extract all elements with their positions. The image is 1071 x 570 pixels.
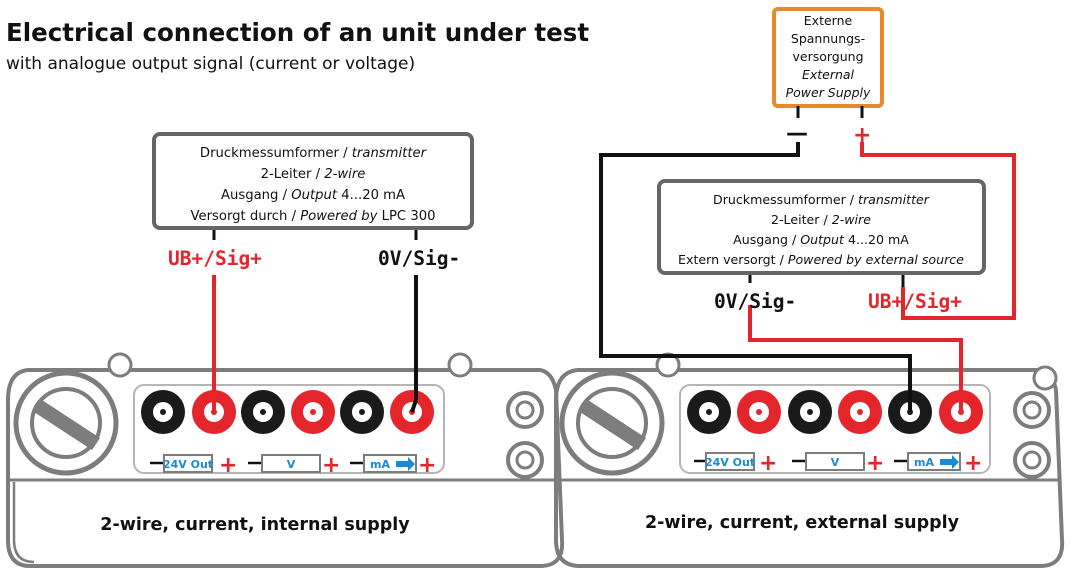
left-caption: 2-wire, current, internal supply xyxy=(100,515,410,535)
channel-label-ma xyxy=(907,452,961,471)
svg-text:Ausgang / Output 4...20 mA: Ausgang / Output 4...20 mA xyxy=(221,188,405,203)
device-base-edge xyxy=(12,482,35,564)
svg-text:mA: mA xyxy=(370,458,390,471)
left-sig-plus-label: UB+/Sig+ xyxy=(168,247,262,270)
arrow-icon xyxy=(940,455,959,469)
terminal-v-minus[interactable] xyxy=(241,390,285,434)
device-top-knob xyxy=(447,352,473,378)
svg-text:Power Supply: Power Supply xyxy=(786,85,871,100)
channel-label-v xyxy=(261,454,321,473)
svg-text:V: V xyxy=(831,456,840,469)
wire-red-ext-plus xyxy=(860,142,1016,320)
connector-lever-icon xyxy=(580,400,646,450)
svg-text:Externe: Externe xyxy=(804,13,853,28)
page-subtitle: with analogue output signal (current or … xyxy=(6,54,415,74)
terminal-v-minus[interactable] xyxy=(788,390,832,434)
left-device: 24V Out + V + mA + 2-wire, current, inte… xyxy=(6,352,565,568)
svg-text:Spannungs-: Spannungs- xyxy=(791,31,865,46)
device-top-knob xyxy=(107,352,133,378)
svg-text:Ausgang / Output 4...20 mA: Ausgang / Output 4...20 mA xyxy=(733,232,909,247)
svg-text:+: + xyxy=(866,451,884,476)
channel-label-24v xyxy=(705,452,755,471)
right-transmitter-box: Druckmessumformer / transmitter 2-Leiter… xyxy=(657,179,986,275)
svg-text:2-Leiter / 2-wire: 2-Leiter / 2-wire xyxy=(261,167,366,182)
channel-label-v xyxy=(805,452,865,471)
right-sig-minus-label: 0V/Sig- xyxy=(714,290,796,313)
page-title: Electrical connection of an unit under t… xyxy=(6,18,589,47)
right-caption: 2-wire, current, external supply xyxy=(645,513,960,533)
external-power-supply-box: Externe Spannungs- versorgung External P… xyxy=(772,7,884,108)
terminal-v-plus[interactable] xyxy=(838,390,882,434)
svg-text:versorgung: versorgung xyxy=(792,49,863,64)
svg-text:+: + xyxy=(759,451,777,476)
channel-label-ma xyxy=(363,454,417,473)
svg-text:Versorgt durch / Powered by LP: Versorgt durch / Powered by LPC 300 xyxy=(191,209,436,224)
right-device: 24V Out + V + mA + 2-wire, current, exte… xyxy=(554,352,1065,568)
wire-black-ext-minus xyxy=(599,142,912,412)
psu-plus-label: + xyxy=(853,123,871,148)
device-body xyxy=(6,368,565,568)
arrow-icon xyxy=(396,457,415,471)
psu-minus-label: — xyxy=(786,121,808,146)
svg-text:+: + xyxy=(418,453,436,478)
svg-text:External: External xyxy=(802,67,855,82)
left-sig-minus-label: 0V/Sig- xyxy=(378,247,460,270)
wire-red-signal xyxy=(748,318,963,412)
terminal-24v-minus[interactable] xyxy=(141,390,185,434)
svg-text:Druckmessumformer / transmitte: Druckmessumformer / transmitter xyxy=(713,192,930,207)
svg-text:Druckmessumformer / transmitte: Druckmessumformer / transmitter xyxy=(200,146,428,161)
device-top-knob xyxy=(1032,365,1058,391)
svg-text:24V Out: 24V Out xyxy=(705,456,755,469)
connector-lever-icon xyxy=(34,400,100,450)
svg-text:+: + xyxy=(322,453,340,478)
svg-text:Extern versorgt / Powered by: Extern versorgt / Powered by external so… xyxy=(678,252,964,267)
svg-text:+: + xyxy=(964,451,982,476)
left-transmitter-box: Druckmessumformer / transmitter 2-Leiter… xyxy=(152,132,474,230)
terminal-v-plus[interactable] xyxy=(291,390,335,434)
channel-label-24v xyxy=(163,454,213,473)
svg-text:V: V xyxy=(287,458,296,471)
svg-text:2-Leiter / 2-wire: 2-Leiter / 2-wire xyxy=(771,212,871,227)
svg-text:24V Out: 24V Out xyxy=(163,458,213,471)
svg-text:+: + xyxy=(219,453,237,478)
right-sig-plus-label: UB+/Sig+ xyxy=(868,290,962,313)
terminal-ma-minus[interactable] xyxy=(340,390,384,434)
svg-text:mA: mA xyxy=(914,456,934,469)
terminal-24v-minus[interactable] xyxy=(687,390,731,434)
terminal-24v-plus[interactable] xyxy=(737,390,781,434)
